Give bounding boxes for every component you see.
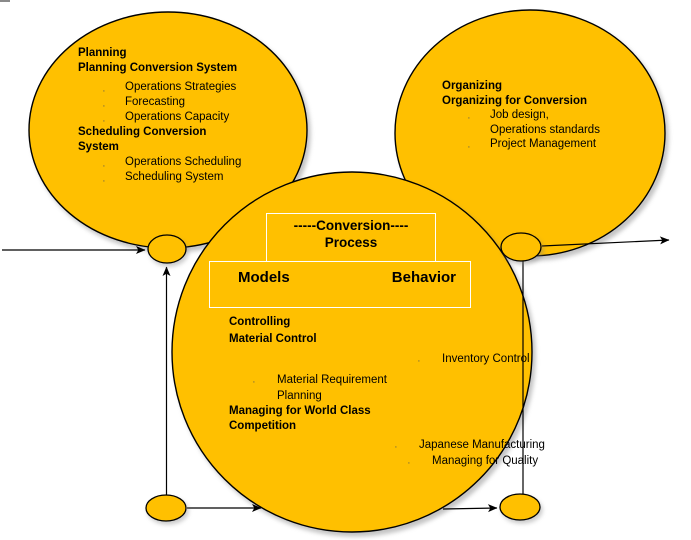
node-right-bottom <box>499 493 541 521</box>
bullet-icon: ‚ <box>103 159 105 168</box>
bullet-icon: ‚ <box>468 111 470 121</box>
list-item: ‚ Operations Scheduling <box>78 155 241 170</box>
models-label: Models <box>238 269 290 286</box>
organizing-text-block: Organizing Organizing for Conversion ‚ Jo… <box>442 79 600 152</box>
controlling-heading: Controlling <box>229 316 291 328</box>
list-item: ‚ Project Management <box>442 137 600 152</box>
managing-heading-line1: Managing for World Class <box>229 405 371 417</box>
bullet-icon: ‚ <box>395 440 397 449</box>
list-item-label: Operations Scheduling <box>125 156 242 168</box>
bullet-icon: ‚ <box>408 456 410 465</box>
list-item: ‚ Job design, <box>442 108 600 123</box>
list-item-label: Scheduling System <box>125 171 224 183</box>
bullet-icon: ‚ <box>103 174 105 183</box>
list-item-label: Operations Capacity <box>125 111 230 123</box>
conversion-label-line2: Process <box>324 234 378 250</box>
list-item-label: Inventory Control <box>442 353 530 365</box>
managing-heading-line2: Competition <box>229 420 297 432</box>
controlling-circle <box>171 171 533 533</box>
arrow-output-right <box>541 236 670 247</box>
scheduling-heading-line2: System <box>78 141 119 153</box>
bullet-icon: ‚ <box>103 114 105 123</box>
bullet-icon: ‚ <box>103 84 105 93</box>
node-left-top <box>147 234 187 264</box>
scheduling-heading-line1: Scheduling Conversion <box>78 126 207 138</box>
node-right-top <box>500 232 542 262</box>
list-item: ‚ Managing for Quality <box>408 455 538 467</box>
bullet-icon: ‚ <box>418 354 420 363</box>
list-item-continuation: Operations standards <box>490 123 600 136</box>
planning-heading: Planning <box>78 47 127 59</box>
list-item-label: Material Requirement <box>277 374 387 386</box>
list-item-label: Operations Strategies <box>125 81 237 93</box>
list-item: ‚ Forecasting <box>78 95 241 110</box>
bullet-icon: ‚ <box>468 140 470 150</box>
bullet-icon: ‚ <box>253 375 255 384</box>
bullet-icon: ‚ <box>103 99 105 108</box>
conversion-label-line1: -----Conversion---- <box>293 218 409 233</box>
list-item-continuation: Planning <box>277 390 322 402</box>
arrow-bottom-right <box>442 504 498 513</box>
list-item-label: Project Management <box>490 138 597 151</box>
node-left-bottom <box>145 494 187 522</box>
material-control-heading: Material Control <box>229 333 317 345</box>
behavior-label: Behavior <box>391 269 456 286</box>
list-item: ‚ Material Requirement <box>253 374 387 386</box>
list-item-label: Job design, <box>490 109 549 122</box>
list-item: ‚ Inventory Control <box>418 353 530 365</box>
list-item-label: Managing for Quality <box>432 455 539 467</box>
list-item: ‚ Operations Strategies <box>78 80 241 95</box>
planning-conversion-heading: Planning Conversion System <box>78 62 238 74</box>
list-item: ‚ Japanese Manufacturing <box>395 439 545 451</box>
organizing-heading: Organizing <box>442 80 503 92</box>
models-behavior-box: Models Behavior <box>209 261 471 308</box>
organizing-conversion-heading: Organizing for Conversion <box>442 94 588 107</box>
list-item: ‚ Scheduling System <box>78 170 241 185</box>
conversion-process-box: -----Conversion---- Process <box>266 213 436 262</box>
list-item: ‚ Operations Capacity <box>78 110 241 125</box>
list-item-label: Japanese Manufacturing <box>419 439 545 451</box>
planning-text-block: Planning Planning Conversion System ‚ Ope… <box>78 46 241 185</box>
list-item-label: Forecasting <box>125 96 186 108</box>
corner-artifact <box>0 0 10 2</box>
